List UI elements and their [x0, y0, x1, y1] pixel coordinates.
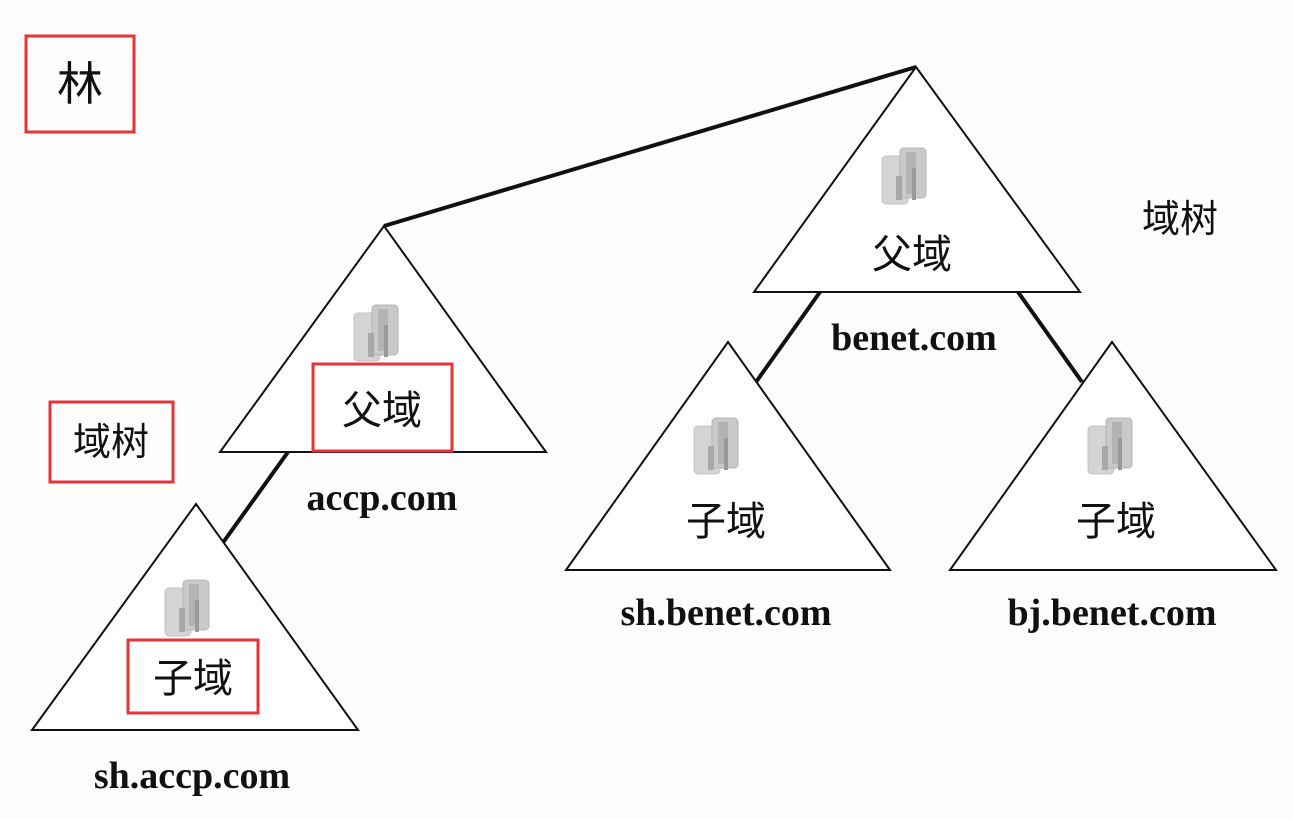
server-cluster-icon [881, 147, 927, 205]
child-domain-sh-accp-box [126, 638, 260, 715]
tree-label-left: 域树 [73, 420, 149, 464]
parent-domain-accp-name: accp.com [307, 477, 458, 519]
tree-link-accp-sh [220, 450, 290, 546]
parent-domain-accp-box [311, 362, 454, 453]
tree-label-right: 域树 [1142, 197, 1218, 241]
server-cluster-icon [693, 417, 739, 475]
tree-label-left-box [48, 400, 175, 484]
child-domain-bj-benet-role: 子域 [1076, 499, 1156, 545]
forest-label-box [24, 34, 136, 134]
tree-link-benet-sh [754, 290, 822, 384]
parent-domain-benet-name: benet.com [831, 317, 997, 359]
child-domain-sh-accp-role: 子域 [153, 656, 233, 702]
forest-label: 林 [57, 57, 103, 111]
parent-domain-accp-role: 父域 [342, 388, 422, 434]
parent-domain-benet-role: 父域 [872, 232, 952, 278]
server-cluster-icon [1087, 417, 1133, 475]
server-cluster-icon [164, 579, 210, 637]
server-cluster-icon [353, 304, 399, 362]
forest-link-line [383, 65, 917, 228]
child-domain-sh-benet-role: 子域 [686, 499, 766, 545]
child-domain-sh-benet-name: sh.benet.com [620, 592, 831, 634]
child-domain-bj-benet-name: bj.benet.com [1008, 592, 1217, 634]
tree-link-benet-bj [1016, 290, 1084, 384]
child-domain-sh-accp-name: sh.accp.com [94, 755, 290, 797]
